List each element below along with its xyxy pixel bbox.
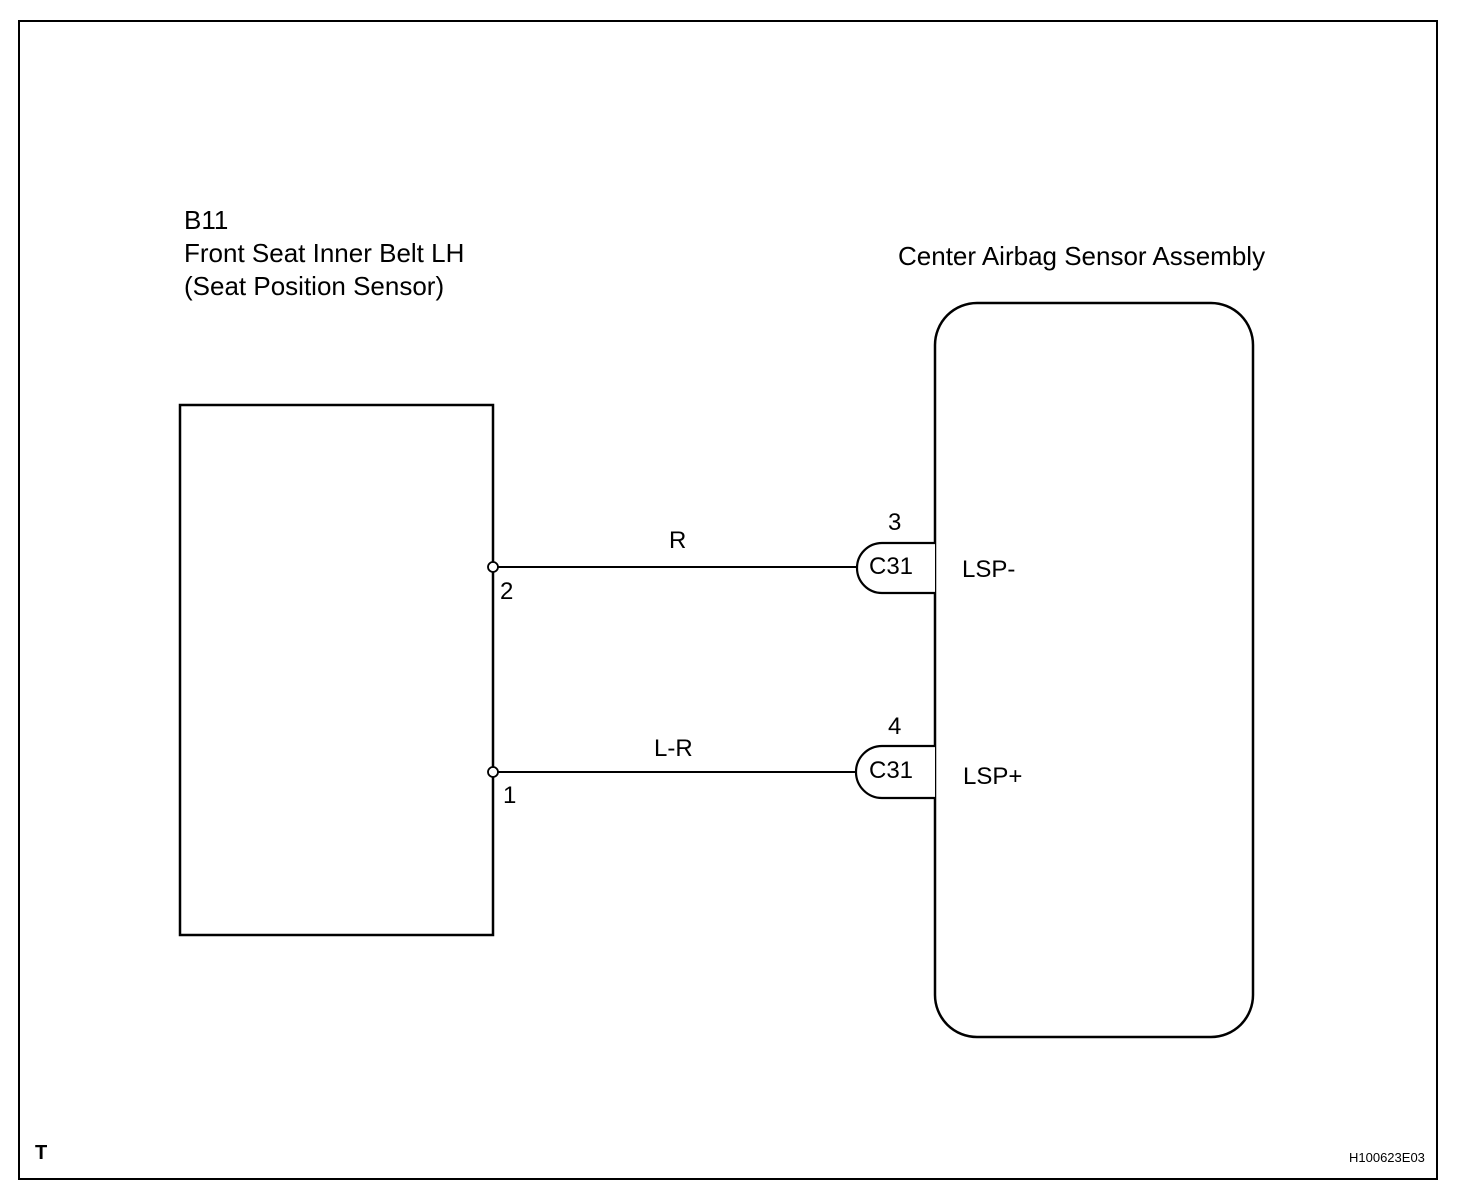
wire-color-label: L-R (654, 735, 693, 762)
ecu-box (933, 301, 1255, 1039)
sensor-pin-label: 1 (503, 782, 517, 809)
sensor-subname: (Seat Position Sensor) (184, 271, 445, 301)
corner-mark: T (35, 1142, 48, 1164)
ecu-pin-label: 4 (888, 713, 902, 740)
connector-c31-upper (855, 541, 935, 595)
terminal-label: LSP- (962, 556, 1016, 583)
figure-id: H100623E03 (1349, 1150, 1425, 1165)
sensor-pin-label: 2 (500, 578, 514, 605)
sensor-pin-2-terminal (487, 561, 499, 573)
sensor-name: Front Seat Inner Belt LH (184, 238, 465, 268)
connector-label: C31 (868, 757, 914, 784)
sensor-code: B11 (184, 205, 229, 235)
terminal-label: LSP+ (963, 763, 1023, 790)
outer-frame (18, 20, 1438, 1180)
sensor-pin-1-terminal (487, 766, 499, 778)
ecu-name: Center Airbag Sensor Assembly (898, 241, 1266, 271)
connector-label: C31 (868, 553, 914, 580)
wire-color-label: R (669, 527, 687, 554)
ecu-pin-label: 3 (888, 509, 902, 536)
sensor-box (178, 403, 495, 937)
connector-c31-lower (854, 744, 935, 800)
